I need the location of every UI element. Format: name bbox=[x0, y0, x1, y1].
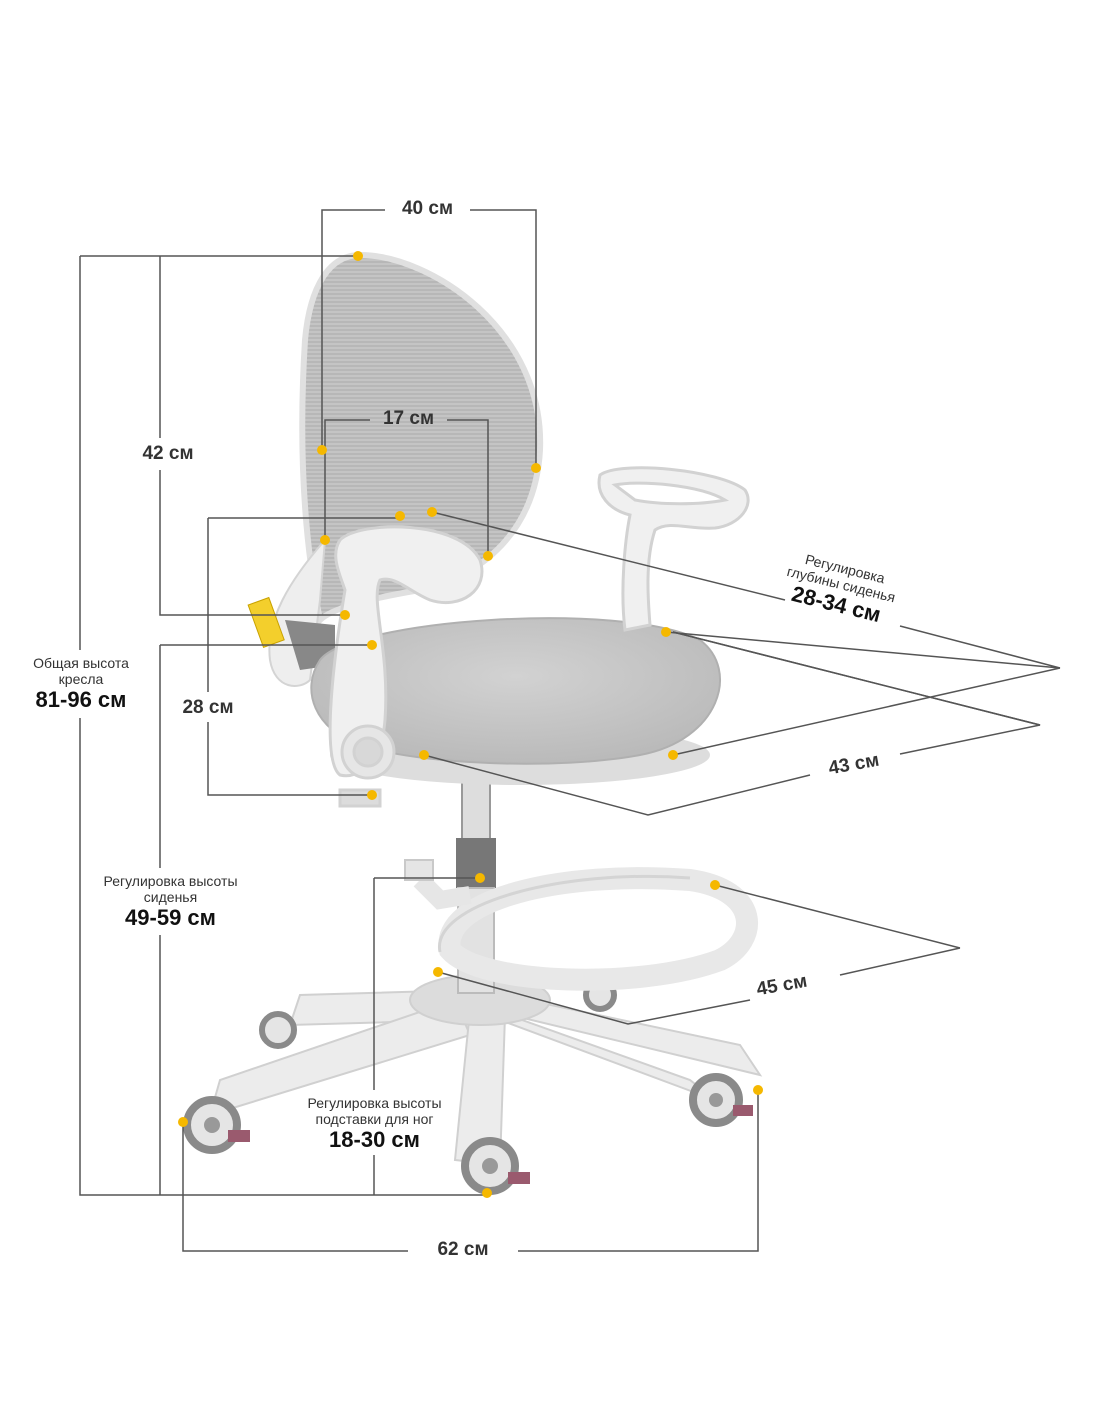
backrest-width-label: 40 см bbox=[401, 198, 454, 219]
armrest-height-label: 28 см bbox=[182, 697, 234, 718]
dimension-lines bbox=[79, 209, 1061, 1252]
chair-drawing bbox=[183, 251, 763, 1195]
backrest-inner-label: 17 см bbox=[382, 408, 435, 429]
footrest-ring bbox=[404, 859, 758, 991]
total-height-value: 81-96 см bbox=[35, 687, 127, 712]
backrest-height-label: 42 см bbox=[142, 443, 194, 464]
total-height-caption-line1: Общая высота bbox=[33, 655, 129, 671]
marker-dots bbox=[178, 251, 763, 1198]
total-height-annotation: Общая высота кресла 81-96 см bbox=[18, 655, 144, 713]
seat-height-caption-line2: сиденья bbox=[143, 889, 198, 905]
right-armrest bbox=[597, 466, 750, 632]
footrest-height-value: 18-30 см bbox=[329, 1127, 420, 1152]
seat-height-value: 49-59 см bbox=[125, 905, 216, 930]
base-width-label: 62 см bbox=[437, 1239, 489, 1260]
total-height-caption-line2: кресла bbox=[58, 671, 104, 687]
seat-cushion bbox=[310, 617, 721, 785]
casters bbox=[183, 978, 753, 1195]
base-star bbox=[208, 974, 763, 1167]
seat-height-caption-line1: Регулировка высоты bbox=[103, 873, 238, 889]
seat-height-annotation: Регулировка высоты сиденья 49-59 см bbox=[88, 873, 253, 931]
footrest-height-caption-line2: подставки для ног bbox=[315, 1111, 434, 1127]
left-armrest bbox=[328, 525, 484, 808]
footrest-height-annotation: Регулировка высоты подставки для ног 18-… bbox=[292, 1095, 457, 1153]
footrest-height-caption-line1: Регулировка высоты bbox=[307, 1095, 442, 1111]
